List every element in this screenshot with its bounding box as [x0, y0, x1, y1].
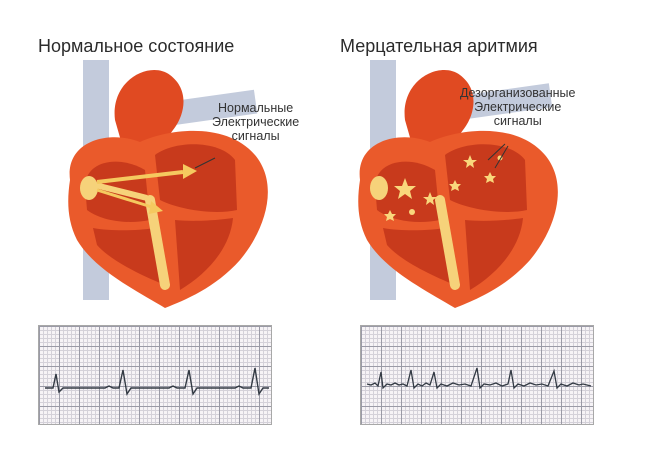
callout-line: сигналы: [493, 114, 542, 128]
callout-normal-signals: Нормальные Электрические сигналы: [212, 101, 299, 143]
normal-heart-illustration: [68, 60, 268, 308]
afib-heart-illustration: [358, 60, 558, 308]
ecg-trace-normal: [45, 367, 269, 396]
ecg-trace-afib: [366, 367, 592, 390]
callout-line: Дезорганизованные: [460, 86, 576, 100]
panel-title-normal: Нормальное состояние: [38, 36, 235, 56]
callout-line: Электрические: [212, 115, 300, 129]
callout-line: Нормальные: [218, 101, 294, 115]
callout-line: Электрические: [474, 100, 562, 114]
ecg-strip-afib: [360, 325, 594, 425]
callout-disorganized-signals: Дезорганизованные Электрические сигналы: [460, 86, 576, 128]
ecg-strip-normal: [38, 325, 272, 425]
callout-line: сигналы: [231, 129, 280, 143]
panel-title-afib: Мерцательная аритмия: [340, 36, 538, 56]
